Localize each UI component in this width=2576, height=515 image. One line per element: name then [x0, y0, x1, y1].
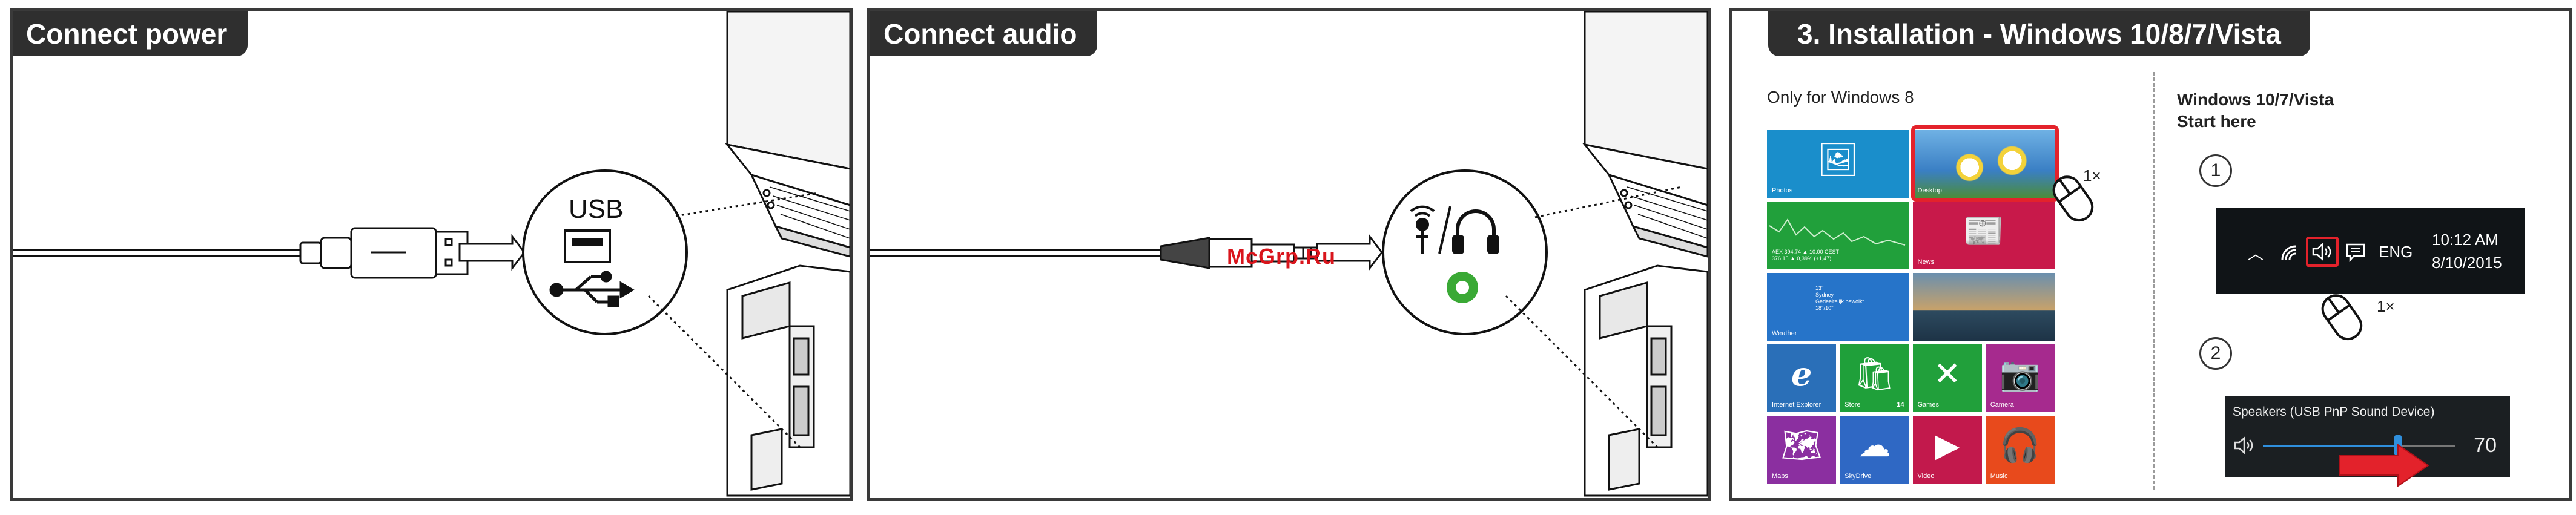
usb-port-label: USB — [569, 194, 624, 224]
action-center-icon[interactable] — [2345, 243, 2366, 262]
watermark: McGrp.Ru — [1227, 244, 1336, 269]
tile-label: Internet Explorer — [1772, 401, 1821, 408]
headphones-icon — [1452, 209, 1499, 254]
windows107-heading: Windows 10/7/Vista Start here — [2177, 89, 2334, 133]
volume-icon-highlight — [2306, 237, 2339, 267]
mouse-click-icon-2 — [2321, 294, 2363, 341]
audio-jack — [1160, 237, 1319, 269]
tile-label: Camera — [1990, 401, 2014, 408]
camera-icon: 📷 — [2000, 356, 2041, 393]
arrow — [458, 234, 526, 271]
start-tile-video[interactable]: ▶ Video — [1912, 416, 1982, 484]
click-count-label: 1× — [2083, 166, 2101, 185]
start-tile-camera[interactable]: 📷 Camera — [1985, 344, 2055, 412]
power-illustration — [13, 11, 850, 497]
store-icon: 🛍 — [1854, 356, 1895, 393]
tile-label: Games — [1917, 401, 1939, 408]
column-divider — [2153, 72, 2155, 490]
start-tile-music[interactable]: 🎧 Music — [1985, 416, 2055, 484]
volume-slider-fill — [2263, 445, 2398, 447]
tile-text: AEX 394,74 ▲ 10.00 CEST 376,15 ▲ 0,39% (… — [1772, 249, 1839, 261]
start-tile-landscape-photo[interactable] — [1912, 273, 2055, 341]
clock-date[interactable]: 8/10/2015 — [2432, 254, 2502, 272]
start-tile-skydrive[interactable]: ☁ SkyDrive — [1840, 416, 1909, 484]
panel-title-connect-power: Connect power — [13, 11, 248, 56]
red-arrow-icon — [2339, 444, 2429, 487]
speaker-icon[interactable] — [2234, 436, 2256, 454]
tile-label: Store — [1844, 401, 1861, 408]
microphone-icon — [1410, 205, 1435, 254]
video-icon: ▶ — [1934, 427, 1960, 464]
wifi-icon[interactable] — [2280, 244, 2300, 262]
tile-label: Video — [1917, 473, 1935, 480]
installation-panel: 3. Installation - Windows 10/8/7/Vista O… — [1729, 8, 2572, 501]
panel-title-installation: 3. Installation - Windows 10/8/7/Vista — [1768, 11, 2310, 56]
start-tile-maps[interactable]: 🗺 Maps — [1767, 416, 1837, 484]
maps-icon: 🗺 — [1780, 427, 1823, 464]
connect-audio-panel: Connect audio — [867, 8, 1711, 501]
audio-port-callout — [1382, 169, 1548, 335]
step-2-badge: 2 — [2199, 337, 2232, 370]
usb-symbol-icon — [549, 271, 635, 307]
news-icon: 📰 — [1963, 213, 2004, 250]
start-tile-stock-chart[interactable]: AEX 394,74 ▲ 10.00 CEST 376,15 ▲ 0,39% (… — [1767, 202, 1909, 269]
pc-tower-illustration — [1584, 264, 1708, 497]
usb-plug — [299, 227, 469, 279]
ie-icon: e — [1791, 355, 1812, 394]
start-tile-news[interactable]: 📰 News — [1912, 202, 2055, 269]
panel-title-connect-audio: Connect audio — [870, 11, 1098, 56]
arrow — [1316, 234, 1383, 271]
tile-label: Weather — [1772, 330, 1797, 337]
click-count-label-2: 1× — [2377, 297, 2395, 315]
cloud-icon: ☁ — [1858, 427, 1891, 464]
audio-illustration — [870, 11, 1708, 497]
laptop-illustration — [725, 11, 850, 258]
desktop-tile-highlight — [1911, 125, 2059, 202]
windows8-heading: Only for Windows 8 — [1767, 88, 1914, 107]
tile-label: Desktop — [1917, 187, 1942, 194]
mouse-click-icon — [2052, 175, 2094, 222]
start-tile-weather[interactable]: 13° Sydney Gedeeltelijk bewolkt 18°/10° W… — [1767, 273, 1909, 341]
pc-tower-illustration — [726, 264, 850, 497]
tile-label: Music — [1990, 473, 2008, 480]
tile-text: 13° Sydney Gedeeltelijk bewolkt 18°/10° — [1815, 285, 1864, 311]
chevron-up-icon[interactable]: ︿ — [2248, 244, 2264, 263]
start-tile-photos[interactable]: 🖼 Photos — [1767, 130, 1909, 198]
start-tile-desktop[interactable]: Desktop — [1912, 130, 2055, 198]
clock-time[interactable]: 10:12 AM — [2432, 231, 2498, 249]
volume-flyout: Speakers (USB PnP Sound Device) 70 — [2225, 396, 2510, 477]
step-1-badge: 1 — [2199, 154, 2232, 187]
volume-value: 70 — [2474, 434, 2497, 457]
xbox-icon: ✕ — [1934, 356, 1961, 393]
language-indicator[interactable]: ENG — [2379, 243, 2413, 261]
tile-label: SkyDrive — [1844, 473, 1872, 480]
tile-label: Photos — [1772, 187, 1793, 194]
start-tile-games[interactable]: ✕ Games — [1912, 344, 1982, 412]
tile-label: Maps — [1772, 473, 1788, 480]
laptop-illustration — [1582, 11, 1708, 258]
stock-chart-graphic — [1769, 218, 1906, 246]
headphones-icon: 🎧 — [2000, 427, 2041, 464]
tile-badge: 14 — [1897, 401, 1904, 408]
speaker-icon[interactable] — [2312, 243, 2334, 261]
connect-power-panel: USB Connect power — [10, 8, 853, 501]
windows-taskbar: ︿ ENG 10:12 AM 8/10/2015 — [2216, 208, 2525, 294]
start-tile-store[interactable]: 🛍 14 Store — [1840, 344, 1909, 412]
windows107-heading-line1: Windows 10/7/Vista — [2177, 90, 2334, 109]
photo-icon: 🖼 — [1817, 142, 1859, 179]
windows107-heading-line2: Start here — [2177, 112, 2256, 131]
audio-device-name: Speakers (USB PnP Sound Device) — [2233, 405, 2435, 419]
tile-label: News — [1917, 258, 1935, 266]
